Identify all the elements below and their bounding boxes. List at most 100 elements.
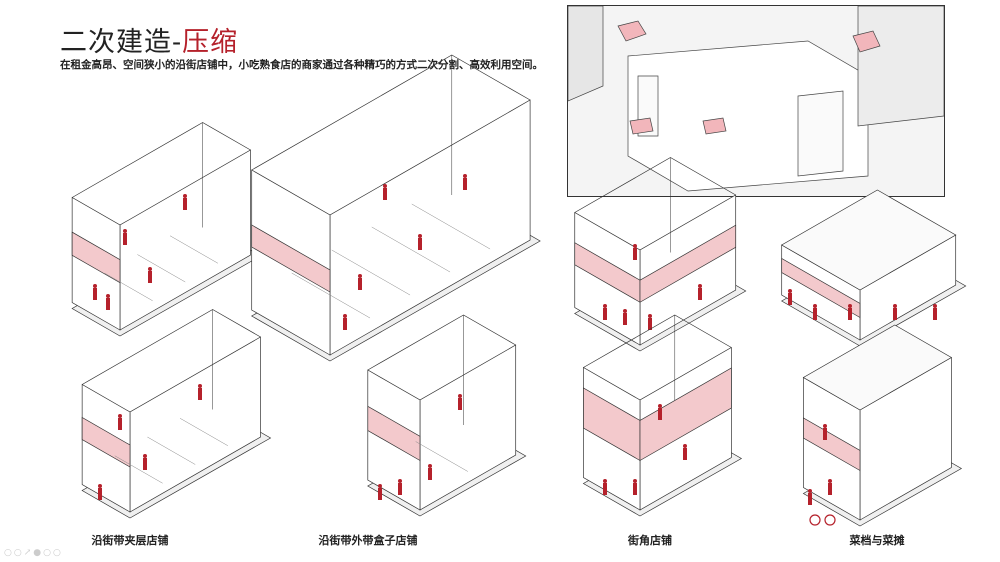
aerial-drawing [568,6,944,192]
person-body [808,493,812,505]
person-head [893,304,897,308]
storefront-highlight [639,224,737,303]
person-body [823,428,827,440]
wall-right [329,99,531,356]
person-head [118,414,122,418]
bicycle-wheel [809,514,821,526]
person-head [198,384,202,388]
wall-right [119,149,251,331]
person-body [698,288,702,300]
caption-mezzanine-shop: 沿街带夹层店铺 [91,534,169,547]
person-head [623,309,627,313]
person-body [463,178,467,190]
person-body [603,308,607,320]
person-head [633,244,637,248]
person-head [823,424,827,428]
person-body [378,488,382,500]
aerial-context-image [567,5,945,197]
person-body [893,308,897,320]
storefront-highlight [639,367,732,462]
tower-left [568,6,604,102]
person-head [418,234,422,238]
highlight-shop [852,30,881,53]
person-body [198,388,202,400]
person-body [118,418,122,430]
partition [371,226,451,273]
person-body [428,468,432,480]
person-head [148,267,152,271]
page-subtitle: 在租金高昂、空间狭小的沿街店铺中，小吃熟食店的商家通过各种精巧的方式二次分割、高… [60,59,543,71]
highlight-shop [702,117,727,135]
person-body [623,313,627,325]
caption-vegetable-stall: 菜档与菜摊 [849,534,905,547]
person-head [458,394,462,398]
person-head [93,284,97,288]
person-head [106,294,110,298]
person-head [788,289,792,293]
person-body [603,483,607,495]
person-body [458,398,462,410]
title-main: 二次建造- [60,27,183,58]
highlight-shop [629,117,654,135]
partition [104,273,153,301]
wall-right [129,336,261,513]
page-title: 二次建造-压缩 [60,20,238,59]
person-head [343,314,347,318]
storefront-highlight [781,257,861,319]
person-body [648,318,652,330]
person-body [93,288,97,300]
partition [147,436,196,465]
partition [137,254,186,283]
person-head [683,444,687,448]
person-body [828,483,832,495]
tower-right [857,6,944,127]
person-head [658,404,662,408]
partition [291,272,371,319]
person-body [788,293,792,305]
person-head [383,184,387,188]
person-body [633,248,637,260]
person-head [698,284,702,288]
storefront-highlight [367,405,421,462]
title-accent: 压缩 [182,27,239,58]
person-head [848,304,852,308]
person-head [633,479,637,483]
partition [179,418,228,446]
person-body [148,271,152,283]
person-head [648,314,652,318]
caption-corner-shop: 街角店铺 [628,534,672,547]
person-head [463,174,467,178]
bicycle-wheel [824,514,836,526]
storefront-highlight [81,416,131,468]
person-body [933,308,937,320]
partition [331,249,411,296]
partition [415,441,468,472]
person-body [358,278,362,290]
person-body [813,308,817,320]
person-head [428,464,432,468]
person-body [418,238,422,250]
storefront-highlight [251,224,331,293]
person-body [123,233,127,245]
person-body [658,408,662,420]
person-body [633,483,637,495]
person-head [143,454,147,458]
person-body [98,488,102,500]
highlight-shop [617,20,647,42]
storefront-highlight [71,231,121,284]
person-body [183,198,187,210]
person-body [143,458,147,470]
partition [411,203,491,250]
person-head [98,484,102,488]
person-head [358,274,362,278]
partition [169,235,218,264]
person-head [378,484,382,488]
person-head [828,479,832,483]
partition [114,455,163,484]
caption-takeaway-box-shop: 沿街带外带盒子店铺 [318,534,418,547]
person-head [603,479,607,483]
person-body [398,483,402,495]
person-head [813,304,817,308]
roof [802,324,953,411]
